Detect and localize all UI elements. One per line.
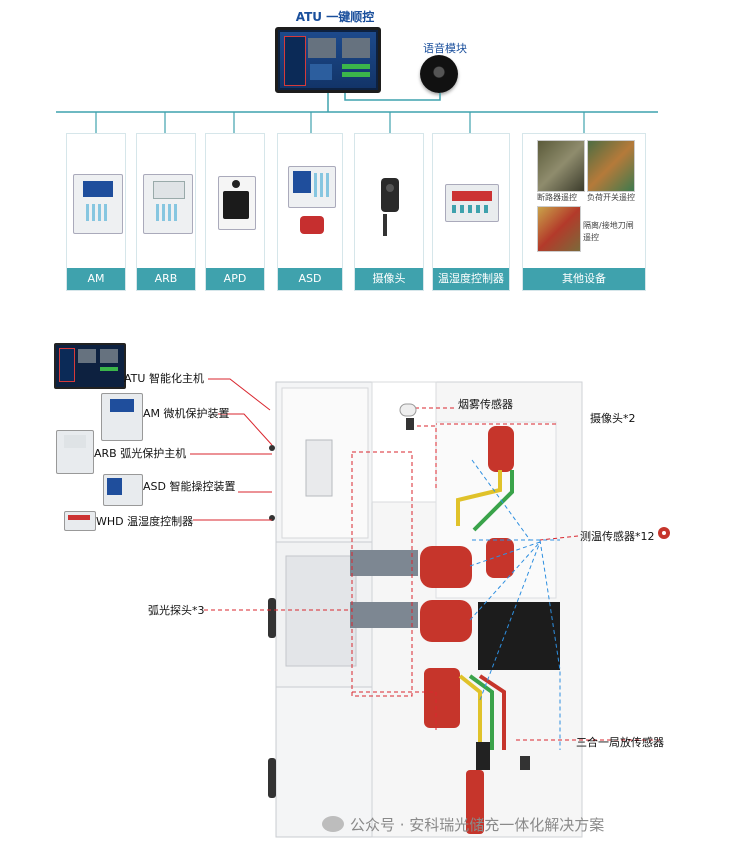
atu-title: ATU 一键顺控 (295, 10, 375, 24)
isolation-caption-line2: 遥控 (583, 233, 599, 242)
arb-host-image (56, 430, 94, 474)
label-whd-controller: WHD 温湿度控制器 (96, 515, 194, 528)
label-pd-sensor: 三合一局放传感器 (576, 736, 664, 749)
device-card-am: AM (66, 133, 126, 291)
label-am-relay: AM 微机保护装置 (143, 407, 230, 420)
device-card-apd: APD (205, 133, 265, 291)
busbars (456, 470, 514, 750)
device-card-camera: 摄像头 (354, 133, 424, 291)
watermark-text: 公众号 · 安科瑞光储充一体化解决方案 (350, 816, 605, 834)
device-label-asd: ASD (278, 268, 342, 290)
device-card-other: 断路器遥控 负荷开关遥控 隔离/接地刀闸 遥控 其他设备 (522, 133, 646, 291)
am-device-image (73, 174, 123, 234)
dashed-leader-lines (204, 407, 660, 741)
red-insulators (420, 426, 514, 834)
left-leader-lines (190, 378, 273, 521)
voice-module-image (420, 55, 458, 93)
camera-sensor-shape (406, 418, 414, 430)
arb-device-image (143, 174, 193, 234)
device-card-arb: ARB (136, 133, 196, 291)
label-smoke-sensor: 烟雾传感器 (458, 398, 513, 411)
label-arb-host: ARB 弧光保护主机 (94, 447, 187, 460)
bus-lines (56, 93, 658, 133)
isolation-caption-line1: 隔离/接地刀闸 (583, 221, 634, 230)
breaker-remote-caption: 断路器遥控 (537, 193, 577, 202)
whd-controller-image (64, 511, 96, 531)
device-card-asd: ASD (277, 133, 343, 291)
camera-image (381, 178, 399, 212)
label-arc-probe: 弧光探头*3 (148, 604, 205, 617)
label-asd-device: ASD 智能操控装置 (143, 480, 236, 493)
asd-sensor-image (300, 216, 324, 234)
temp-sensor-wiring (469, 459, 561, 750)
cabinet-low-voltage-compartment (281, 387, 369, 539)
device-card-temp-humidity: 温湿度控制器 (432, 133, 510, 291)
breaker-remote-photo (537, 140, 585, 192)
device-label-apd: APD (206, 268, 264, 290)
pd-sensor-shape (476, 742, 490, 770)
isolation-switch-photo (537, 206, 581, 252)
temp-sensor-symbol-shape (658, 527, 670, 539)
load-switch-remote-photo (587, 140, 635, 192)
device-label-camera: 摄像头 (355, 268, 423, 290)
atu-host-image (54, 343, 126, 389)
device-label-arb: ARB (137, 268, 195, 290)
device-label-temp-humidity: 温湿度控制器 (433, 268, 509, 290)
camera-cable (383, 214, 387, 236)
am-relay-image (101, 393, 143, 441)
label-atu-host: ATU 智能化主机 (124, 372, 204, 385)
label-temp-sensor: 测温传感器*12 (580, 530, 655, 543)
atu-monitor-image (275, 27, 381, 93)
arc-probe-wiring (351, 425, 437, 730)
smoke-sensor-shape (399, 403, 417, 417)
asd-device-image-small (103, 474, 143, 506)
label-camera-count: 摄像头*2 (590, 412, 636, 425)
switchgear-cabinet-diagram (190, 378, 670, 838)
wechat-icon (322, 816, 344, 832)
asd-device-image (288, 166, 336, 208)
pd-sensor-small-shape (520, 756, 530, 770)
device-label-other: 其他设备 (523, 268, 645, 290)
voice-module-title: 语音模块 (423, 42, 467, 55)
load-switch-remote-caption: 负荷开关遥控 (587, 193, 635, 202)
device-label-am: AM (67, 268, 125, 290)
temp-humidity-device-image (445, 184, 499, 222)
apd-device-image (218, 176, 256, 230)
